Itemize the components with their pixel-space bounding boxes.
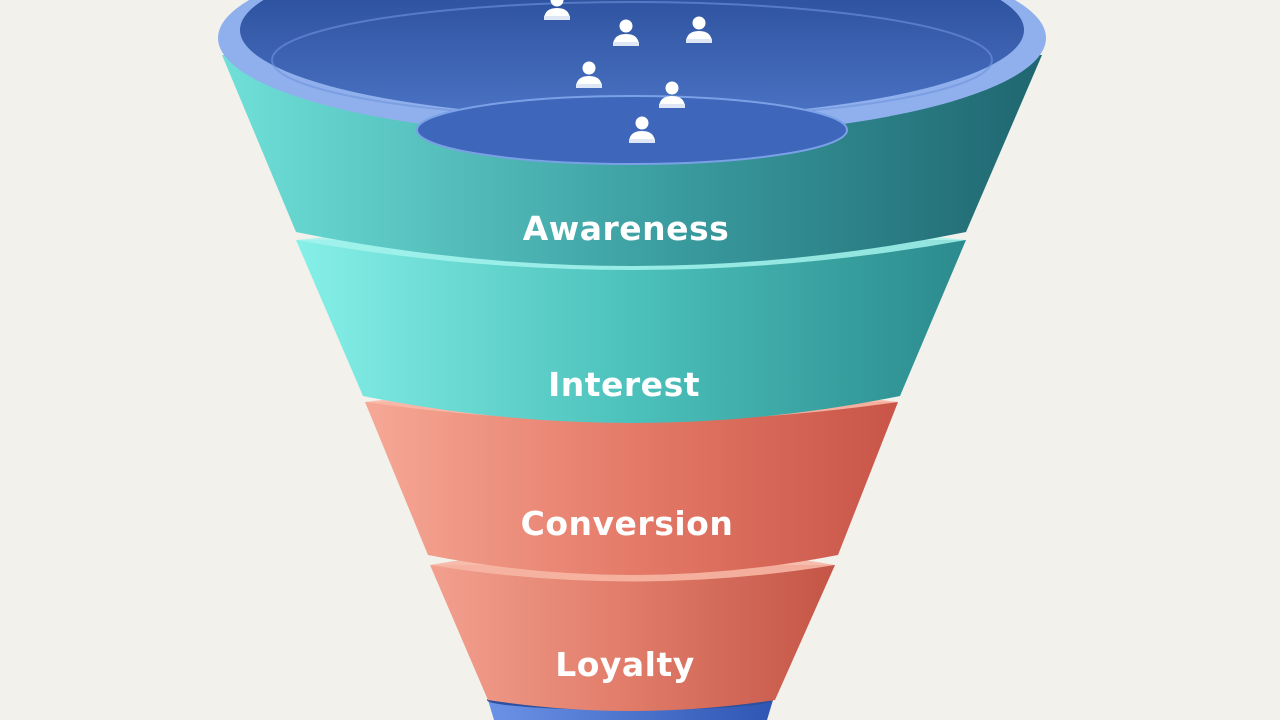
stage-label-loyalty: Loyalty [555,645,695,684]
stage-label-interest: Interest [548,365,700,404]
funnel-band-conversion [365,402,898,575]
stage-label-conversion: Conversion [521,504,734,543]
stage-label-awareness: Awareness [523,209,730,248]
funnel-band-loyalty [430,565,835,711]
funnel-inner-floor [416,95,848,165]
funnel-band-interest [296,240,966,423]
funnel-opening [240,0,1024,118]
